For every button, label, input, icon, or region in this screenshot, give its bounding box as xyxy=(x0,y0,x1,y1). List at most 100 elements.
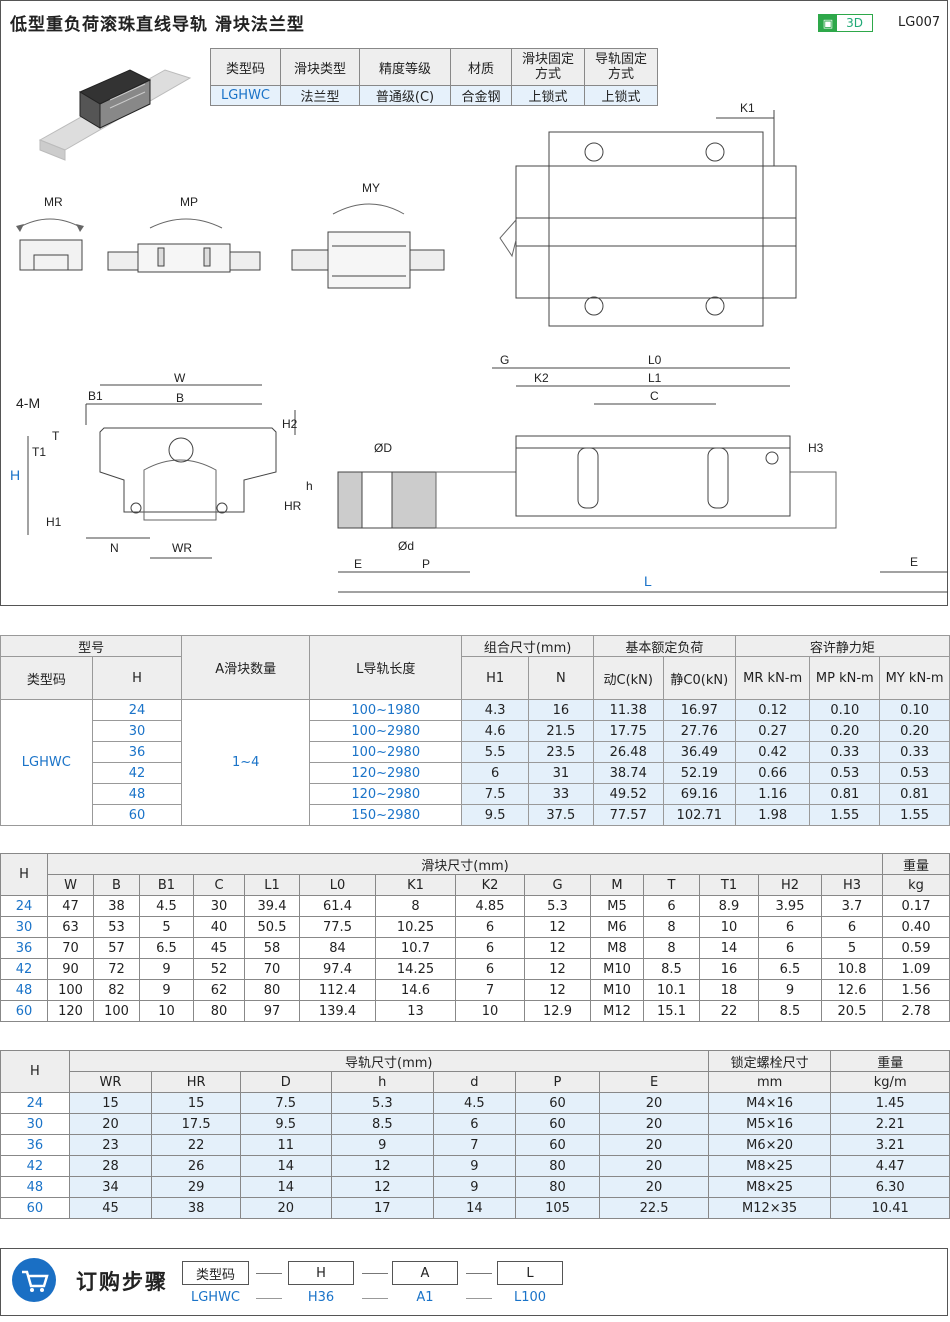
t1-h-cell: 30 xyxy=(91,720,183,742)
t1-l-cell: 120~2980 xyxy=(309,762,463,784)
type-header-slider-fix: 滑块固定方式 xyxy=(511,48,585,86)
t3-col-header: D xyxy=(239,1071,332,1093)
t1-cell: 0.53 xyxy=(809,762,881,784)
t3-cell: 6.30 xyxy=(830,1176,950,1198)
t1-cell: 0.20 xyxy=(879,720,950,742)
t2-cell: 10 xyxy=(699,916,759,938)
t2-cell: 12 xyxy=(524,937,591,959)
t2-cell: 77.5 xyxy=(299,916,376,938)
step-value-h: H36 xyxy=(307,1290,335,1305)
step-h: H xyxy=(288,1261,354,1285)
t3-cell: 20 xyxy=(599,1155,709,1177)
t3-cell: 9.5 xyxy=(239,1113,332,1135)
type-header-material: 材质 xyxy=(450,48,512,86)
t3-cell: 34 xyxy=(68,1176,153,1198)
t1-model-header: 型号 xyxy=(0,635,183,657)
t1-cell: 0.81 xyxy=(809,783,881,805)
t2-cell: 6 xyxy=(455,916,525,938)
order-steps-panel xyxy=(0,1248,948,1316)
dim-h1: H1 xyxy=(46,515,62,529)
t1-cell: 7.5 xyxy=(461,783,529,805)
t2-cell: M6 xyxy=(590,916,644,938)
t1-moment-header: 容许静力矩 xyxy=(734,635,950,657)
t3-cell: 45 xyxy=(68,1197,153,1219)
dim-l1: L1 xyxy=(648,371,662,385)
t2-cell: 4.5 xyxy=(139,895,194,917)
t2-cell: 30 xyxy=(0,916,48,938)
type-header-slider: 滑块类型 xyxy=(280,48,360,86)
type-table: 类型码 滑块类型 精度等级 材质 滑块固定方式 导轨固定方式 LGHWC 法兰型… xyxy=(210,48,658,106)
t2-cell: 14.6 xyxy=(375,979,456,1001)
t1-h-header: H xyxy=(91,656,183,700)
moment-mp-diagram xyxy=(107,218,261,273)
step-divider xyxy=(362,1273,388,1274)
t2-cell: 52 xyxy=(193,958,245,980)
t2-cell: 6 xyxy=(643,895,700,917)
t1-cell: 0.33 xyxy=(879,741,950,763)
t2-cell: 47 xyxy=(47,895,94,917)
t1-h-cell: 42 xyxy=(91,762,183,784)
t1-cell: 0.81 xyxy=(879,783,950,805)
dim-h: H xyxy=(10,467,20,483)
t3-cell: 60 xyxy=(0,1197,70,1219)
t2-col-header: T1 xyxy=(699,874,759,896)
t3-col-header: WR xyxy=(68,1071,153,1093)
t3-cell: 6 xyxy=(433,1113,516,1135)
t3-cell: 60 xyxy=(514,1134,601,1156)
t3-cell: 20 xyxy=(599,1134,709,1156)
t3-cell: 80 xyxy=(514,1155,601,1177)
t2-cell: M10 xyxy=(590,979,644,1001)
t1-l-cell: 150~2980 xyxy=(309,804,463,826)
t1-n-header: N xyxy=(527,656,594,700)
t3-cell: 38 xyxy=(151,1197,241,1219)
t1-l-cell: 100~1980 xyxy=(309,699,463,721)
t2-col-header: G xyxy=(524,874,591,896)
t3-cell: 22.5 xyxy=(599,1197,709,1219)
t2-cell: 12 xyxy=(524,916,591,938)
dim-c: C xyxy=(650,389,659,403)
step-divider xyxy=(362,1298,388,1299)
t1-cell: 33 xyxy=(527,783,594,805)
t2-cell: 80 xyxy=(244,979,300,1001)
dim-wr: WR xyxy=(172,541,192,555)
t2-kg-header: kg xyxy=(882,874,950,896)
t2-cell: 63 xyxy=(47,916,94,938)
t3-cell: 9 xyxy=(433,1176,516,1198)
type-value-accuracy: 普通级(C) xyxy=(359,85,451,106)
t3-rail-header: 导轨尺寸(mm) xyxy=(68,1050,709,1072)
dim-k2: K2 xyxy=(534,371,549,385)
t1-dyn-header: 动C(kN) xyxy=(592,656,664,700)
dim-l: L xyxy=(644,573,652,589)
t1-h1-header: H1 xyxy=(461,656,529,700)
t1-cell: 37.5 xyxy=(527,804,594,826)
3d-model-button[interactable]: ▣ 3D xyxy=(818,14,873,32)
t1-cell: 9.5 xyxy=(461,804,529,826)
t2-cell: 84 xyxy=(299,937,376,959)
t2-cell: 12 xyxy=(524,979,591,1001)
product-photo xyxy=(38,69,192,161)
t3-col-header: HR xyxy=(151,1071,241,1093)
step-divider xyxy=(466,1273,492,1274)
t3-cell: 105 xyxy=(514,1197,601,1219)
t2-cell: 60 xyxy=(0,1000,48,1022)
t1-cell: 0.10 xyxy=(879,699,950,721)
t3-cell: 7.5 xyxy=(239,1092,332,1114)
t3-cell: 26 xyxy=(151,1155,241,1177)
t3-col-header: E xyxy=(599,1071,709,1093)
order-steps-title: 订购步骤 xyxy=(76,1270,168,1294)
t3-cell: 12 xyxy=(330,1176,435,1198)
t2-cell: 10.7 xyxy=(375,937,456,959)
t2-cell: 6.5 xyxy=(758,958,822,980)
t1-cell: 36.49 xyxy=(662,741,736,763)
t2-cell: 6 xyxy=(455,958,525,980)
t3-cell: 12 xyxy=(330,1155,435,1177)
t1-cell: 52.19 xyxy=(662,762,736,784)
t3-cell: 20 xyxy=(599,1092,709,1114)
